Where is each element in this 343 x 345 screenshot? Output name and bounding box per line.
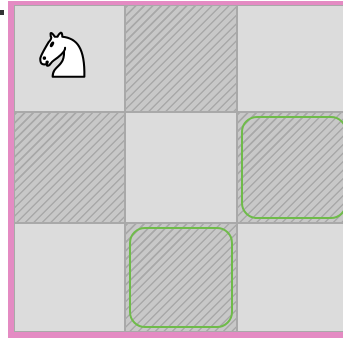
corner-mark bbox=[0, 10, 4, 15]
square-r1-c1[interactable] bbox=[14, 5, 125, 112]
move-target-highlight bbox=[241, 116, 343, 219]
chess-board bbox=[8, 1, 343, 338]
square-r3-c2[interactable] bbox=[125, 223, 237, 332]
square-r2-c3[interactable] bbox=[237, 112, 343, 223]
square-r3-c3[interactable] bbox=[237, 223, 343, 332]
square-r1-c2[interactable] bbox=[125, 5, 237, 112]
square-r2-c2[interactable] bbox=[125, 112, 237, 223]
square-r2-c1[interactable] bbox=[14, 112, 125, 223]
move-target-highlight bbox=[129, 227, 233, 328]
square-r3-c1[interactable] bbox=[14, 223, 125, 332]
square-r1-c3[interactable] bbox=[237, 5, 343, 112]
white-knight-icon[interactable] bbox=[32, 20, 94, 92]
